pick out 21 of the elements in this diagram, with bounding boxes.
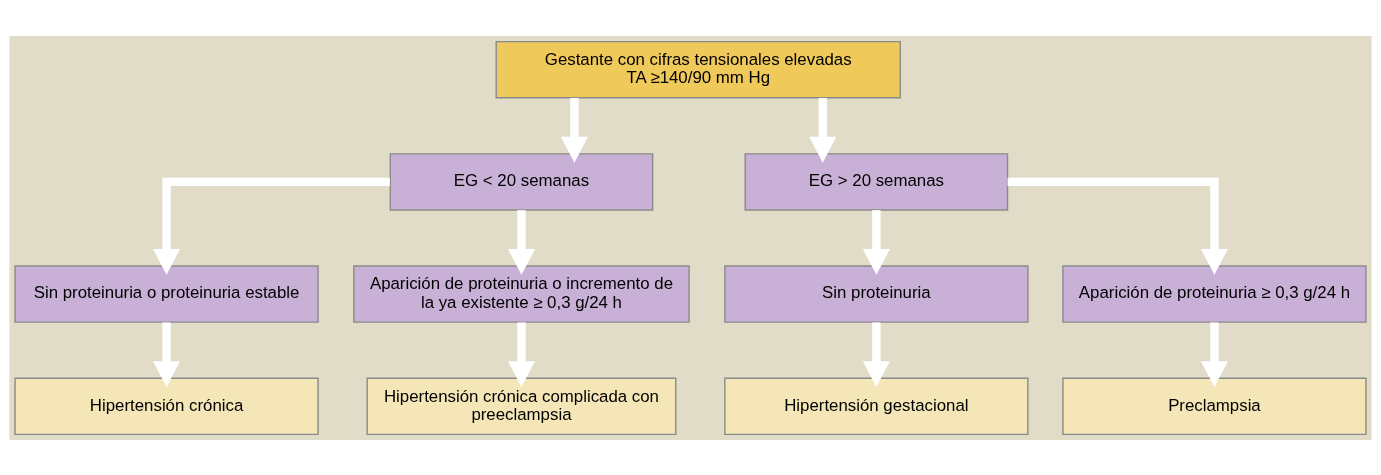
arrow — [809, 97, 837, 163]
arrow — [153, 177, 390, 275]
arrow — [507, 321, 536, 387]
arrow — [1007, 177, 1229, 275]
arrow — [560, 97, 589, 163]
arrow — [862, 209, 890, 275]
arrow — [1200, 321, 1229, 387]
node-box: Sin proteinuria o proteinuria estable — [14, 264, 319, 323]
node-box: EG > 20 semanas — [744, 152, 1009, 211]
node-box: Hipertensión gestacional — [724, 377, 1029, 435]
arrow — [507, 209, 536, 275]
node-box: Aparición de proteinuria ≥ 0,3 g/24 h — [1062, 264, 1367, 323]
node-box: Preclampsia — [1062, 377, 1367, 435]
node-box: Hipertensión crónica — [14, 377, 319, 435]
node-box: Sin proteinuria — [724, 264, 1029, 323]
node-box: Aparición de proteinuria o incremento de la ya existente ≥ 0,3 g/24 h — [353, 264, 690, 323]
node-box: EG < 20 semanas — [389, 152, 654, 211]
arrow — [862, 321, 890, 387]
arrow — [153, 321, 181, 387]
node-box: Gestante con cifras tensionales elevadas TA ≥140/90 mm Hg — [495, 40, 901, 98]
node-box: Hipertensión crónica complicada con preeclampsia — [366, 377, 677, 435]
